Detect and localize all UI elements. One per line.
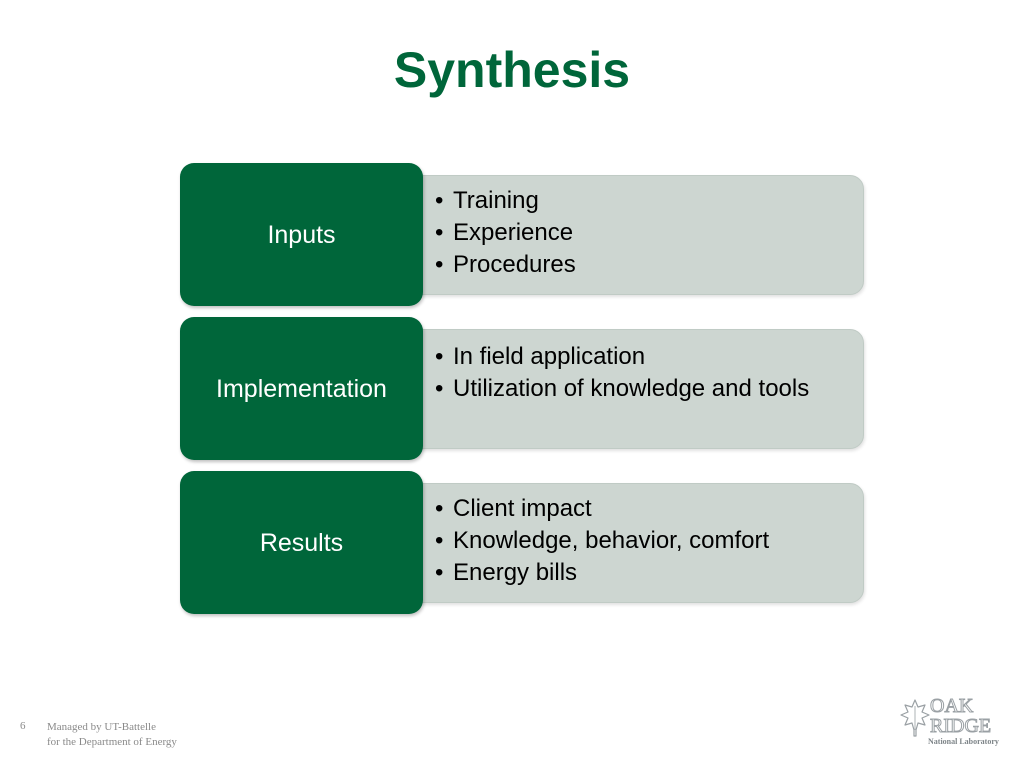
stage-label-box: Implementation — [180, 317, 423, 460]
bullet-icon: • — [435, 219, 444, 246]
leaf-icon — [900, 699, 930, 737]
footer-credit: Managed by UT-Battelle for the Departmen… — [47, 720, 177, 750]
stage-label: Implementation — [216, 374, 387, 403]
bullet-list: •Client impact •Knowledge, behavior, com… — [425, 495, 852, 591]
stage-label: Inputs — [267, 220, 336, 249]
list-item: •Experience — [435, 219, 574, 246]
detail-panel — [390, 483, 864, 603]
stage-label: Results — [259, 528, 344, 557]
list-item: •Utilization of knowledge and tools — [435, 375, 810, 402]
bullet-icon: • — [435, 343, 444, 370]
bullet-icon: • — [435, 187, 444, 214]
stage-label-box: Results — [180, 471, 423, 614]
bullet-icon: • — [435, 527, 444, 554]
footer-line-1: Managed by UT-Battelle — [47, 721, 156, 733]
bullet-list: •In field application •Utilization of kn… — [425, 343, 852, 407]
bullet-icon: • — [435, 251, 444, 278]
list-item: •In field application — [435, 343, 646, 370]
list-item: •Knowledge, behavior, comfort — [435, 527, 770, 554]
process-row-implementation: Implementation •In field application •Ut… — [180, 317, 864, 462]
list-item: •Training — [435, 187, 539, 214]
process-row-inputs: Inputs •Training •Experience •Procedures — [180, 163, 864, 308]
oak-ridge-logo: OAK RIDGE National Laboratory — [900, 694, 1004, 750]
logo-subtitle: National Laboratory — [928, 737, 999, 746]
bullet-icon: • — [435, 559, 444, 586]
page-number: 6 — [20, 720, 26, 732]
process-row-results: Results •Client impact •Knowledge, behav… — [180, 471, 864, 616]
list-item: •Procedures — [435, 251, 576, 278]
bullet-list: •Training •Experience •Procedures — [425, 187, 852, 283]
list-item: •Energy bills — [435, 559, 578, 586]
slide-title: Synthesis — [393, 42, 631, 98]
detail-panel — [390, 329, 864, 449]
logo-word-oak: OAK — [929, 695, 974, 717]
list-item: •Client impact — [435, 495, 592, 522]
stage-label-box: Inputs — [180, 163, 423, 306]
bullet-icon: • — [435, 375, 444, 402]
bullet-icon: • — [435, 495, 444, 522]
detail-panel — [390, 175, 864, 295]
footer-line-2: for the Department of Energy — [47, 736, 177, 748]
logo-word-ridge: RIDGE — [929, 715, 992, 737]
